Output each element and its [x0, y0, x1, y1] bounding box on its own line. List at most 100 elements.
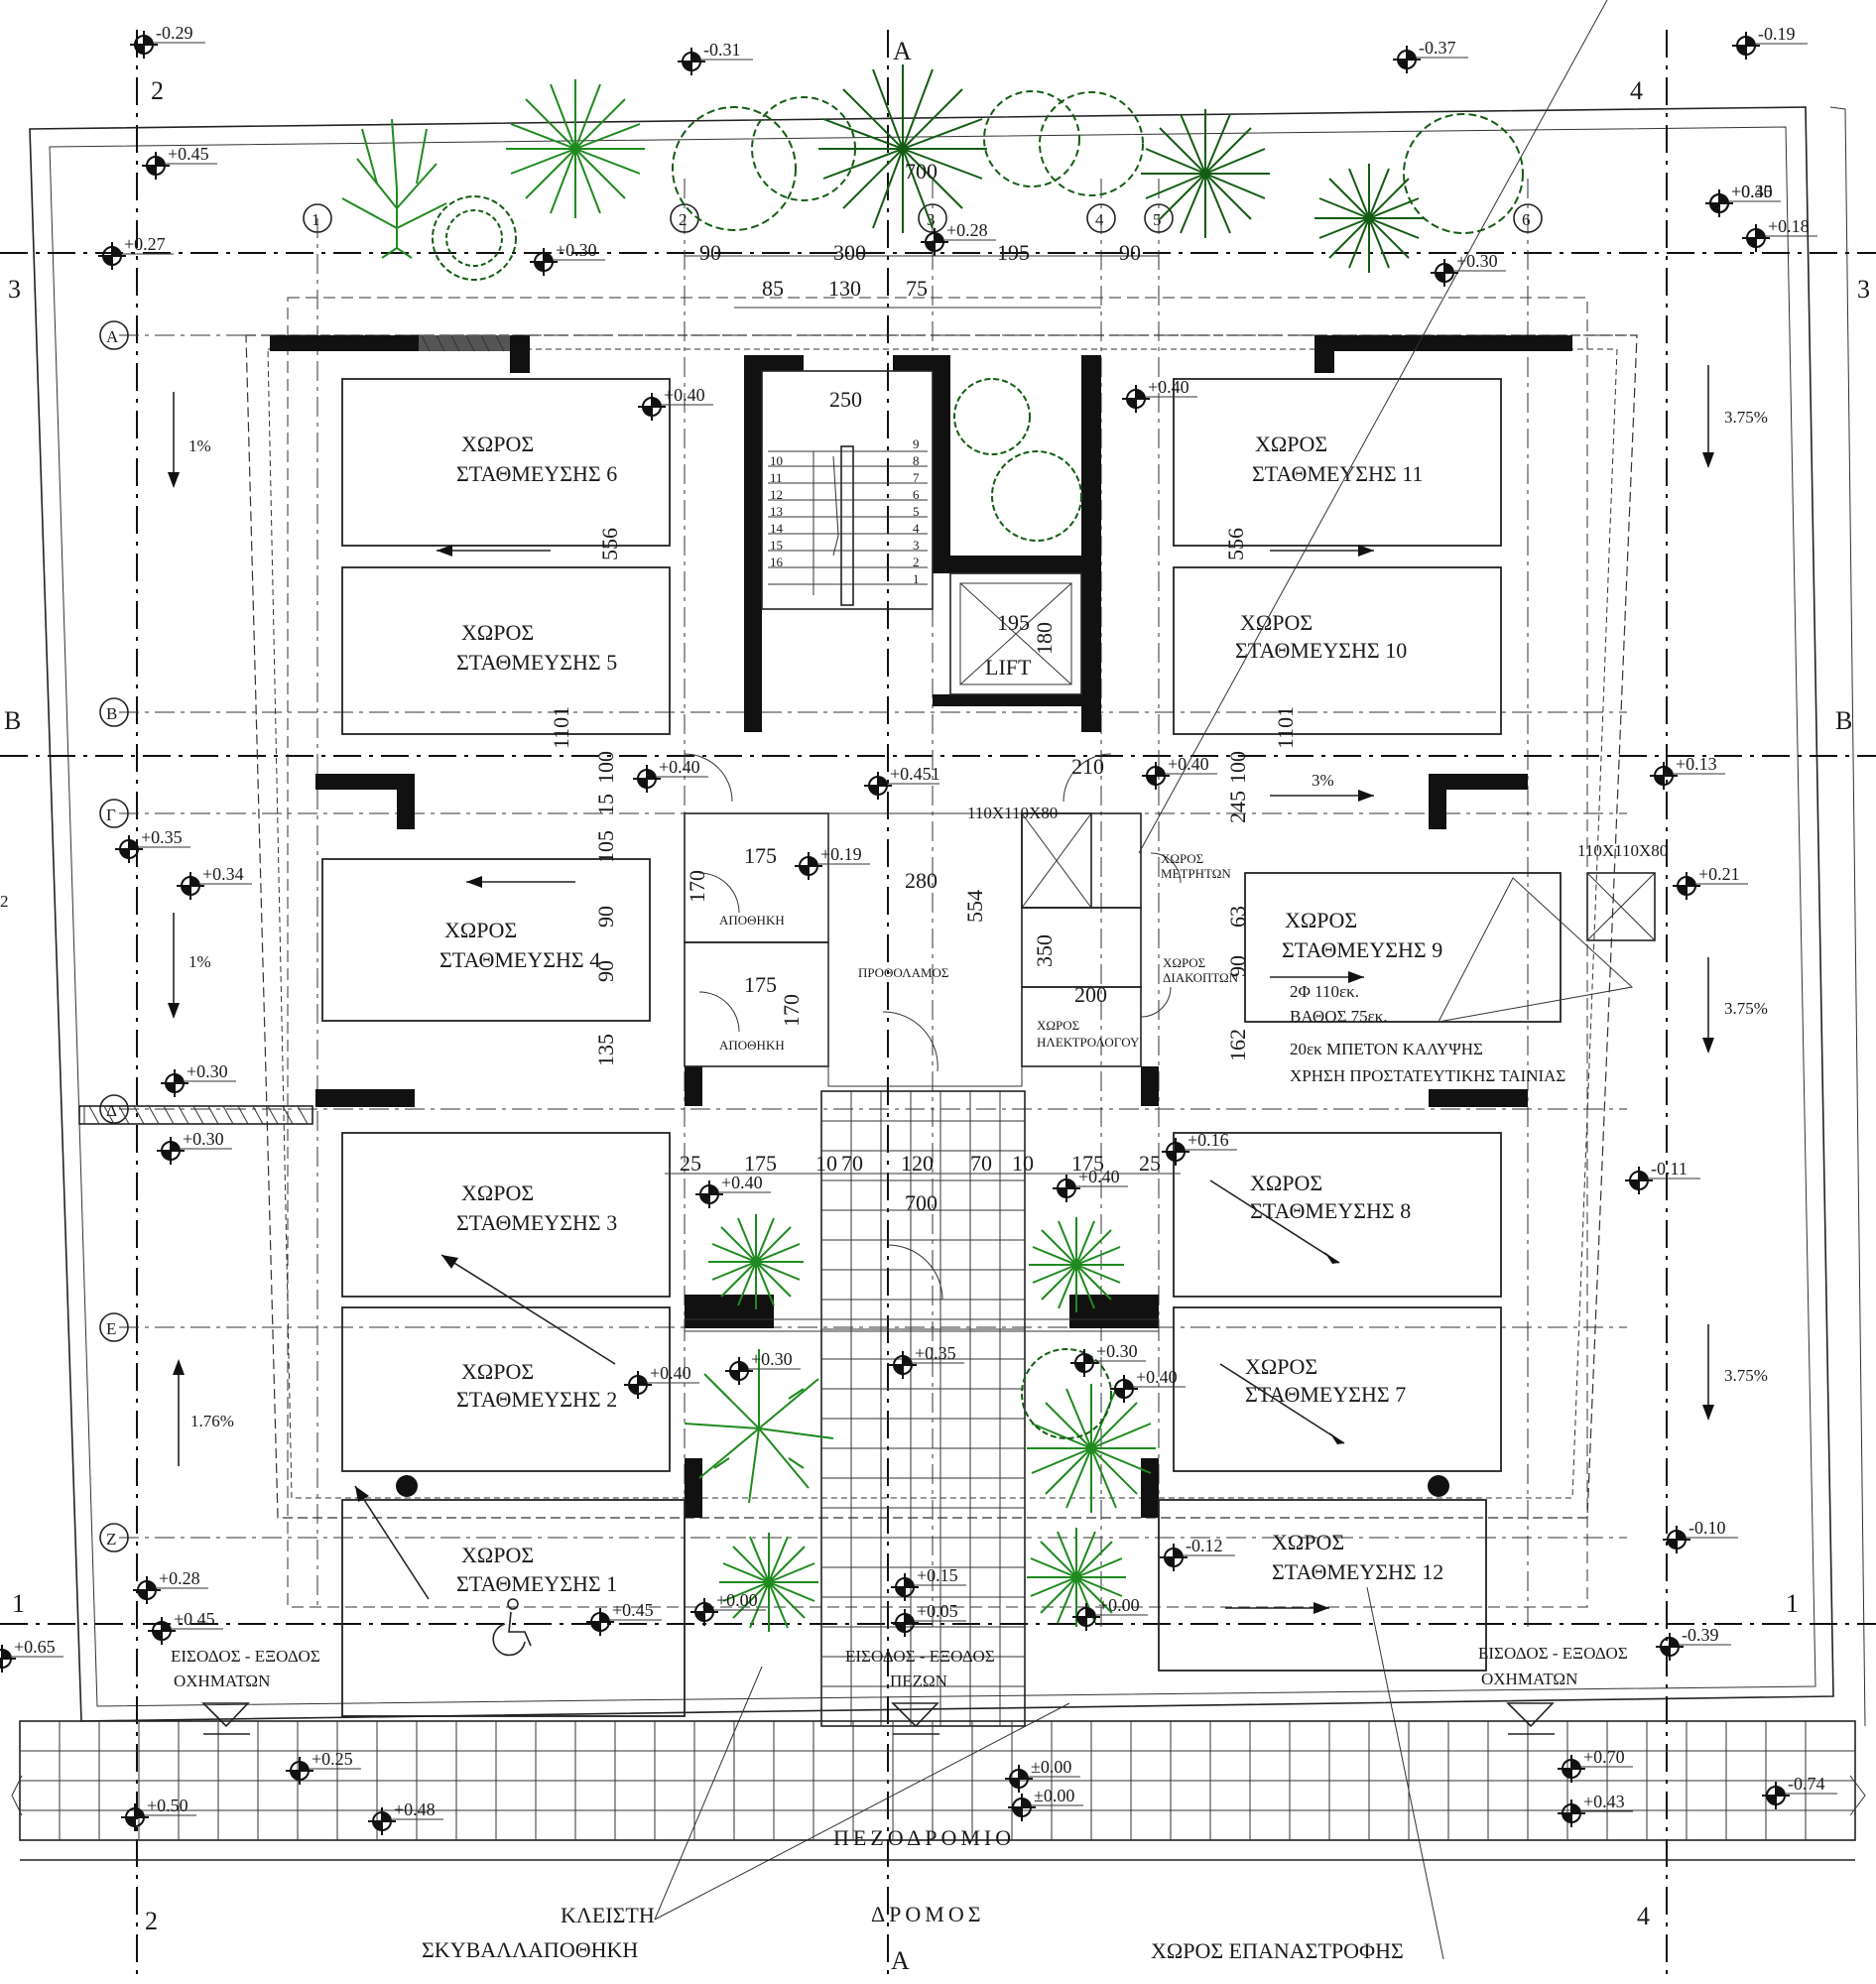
level-value: ±0.00: [1034, 1786, 1074, 1805]
street-labels: ΕΙΣΟΔΟΣ - ΕΞΟΔΟΣ ΟΧΗΜΑΤΩΝ ΕΙΣΟΔΟΣ - ΕΞΟΔ…: [171, 1644, 1628, 1963]
dim-90-e: 90: [1225, 955, 1250, 977]
level-value: +0.45: [1731, 182, 1773, 201]
level-marker: +0.30: [725, 1349, 801, 1385]
plant-tree-1: [341, 118, 447, 259]
dimensions: 700 90 300 195 90 85 130 75 250 195 180 …: [549, 159, 1298, 1215]
duct-note-4: ΧΡΗΣΗ ΠΡΟΣΤΑΤΕΥΤΙΚΗΣ ΤΑΙΝΙΑΣ: [1290, 1066, 1565, 1085]
level-value: +0.50: [147, 1796, 188, 1815]
structural-walls: [270, 335, 1572, 1518]
dim-554: 554: [962, 890, 987, 923]
level-value: -0.74: [1788, 1774, 1825, 1794]
grid-col-a-top: A: [893, 37, 912, 65]
level-marker: +0.40: [633, 757, 708, 793]
stair-core: 9 8 7 6 5 4 3 2 1 10 11 12 13 14 15 16: [761, 370, 934, 610]
parking-4-label: ΣΤΑΘΜΕΥΣΗΣ 4: [439, 947, 600, 972]
level-marker: +0.13: [1650, 754, 1725, 790]
parking-bay-2: [341, 1306, 671, 1472]
parking-bay-1: [341, 1499, 686, 1717]
level-value: +0.34: [202, 864, 244, 884]
parking-8-label: ΣΤΑΘΜΕΥΣΗΣ 8: [1250, 1198, 1411, 1223]
parking-8-word: ΧΩΡΟΣ: [1250, 1171, 1322, 1195]
parking-arrows: [354, 545, 1374, 1614]
level-marker: +0.40: [638, 385, 713, 421]
level-marker: -0.29: [130, 23, 205, 59]
plant-palm-6: [1029, 1217, 1124, 1312]
level-value: +0.40: [650, 1363, 691, 1383]
slope-indicators: 1% 1% 1.76% 3.75% 3.75% 3.75% 3%: [168, 365, 1768, 1466]
level-value: +0.40: [1168, 754, 1209, 774]
sidewalk-label: ΠΕΖΟΔΡΟΜΙΟ: [833, 1825, 1015, 1850]
parking-7-word: ΧΩΡΟΣ: [1245, 1354, 1317, 1379]
dim-63: 63: [1225, 906, 1250, 928]
level-value: +0.40: [664, 385, 705, 405]
slope-center-right: 3%: [1312, 771, 1334, 790]
level-value: +0.18: [1768, 216, 1810, 236]
level-marker: +0.30: [1070, 1341, 1146, 1377]
level-marker: +0.65: [0, 1637, 63, 1673]
parking-5-word: ΧΩΡΟΣ: [461, 620, 534, 645]
row-marker-zeta: Ζ: [106, 1530, 116, 1549]
dim-25-b: 25: [1139, 1151, 1161, 1176]
slope-right-mid: 3.75%: [1724, 999, 1768, 1018]
dim-195-b: 195: [997, 610, 1030, 635]
level-marker: +0.05: [891, 1601, 966, 1637]
col-marker-1: 1: [312, 210, 320, 229]
parking-bays: [321, 378, 1562, 1717]
level-value: +0.35: [915, 1343, 956, 1363]
grid-row-b-right: B: [1835, 706, 1852, 735]
stair-step-14: 14: [770, 521, 784, 536]
col-marker-2: 2: [679, 210, 688, 229]
exit-right-line2: ΟΧΗΜΑΤΩΝ: [1481, 1670, 1577, 1688]
level-value: +0.28: [946, 220, 988, 240]
dim-130: 130: [828, 276, 861, 301]
dim-25-a: 25: [680, 1151, 701, 1176]
dim-162: 162: [1225, 1029, 1250, 1061]
level-marker: +0.19: [795, 844, 870, 880]
level-marker: +0.45: [586, 1600, 662, 1636]
dim-75: 75: [906, 276, 928, 301]
level-marker: +0.45: [142, 144, 217, 180]
grid-row-b-left: B: [4, 706, 21, 735]
dim-700-mid: 700: [905, 1190, 938, 1215]
slope-left-bottom: 1.76%: [190, 1412, 234, 1430]
level-marker: +0.40: [1122, 377, 1197, 413]
level-value: +0.30: [187, 1061, 228, 1081]
duct-note-1: 2Φ 110εκ.: [1290, 982, 1359, 1001]
exit-pedestrian-line1: ΕΙΣΟΔΟΣ - ΕΞΟΔΟΣ: [845, 1647, 995, 1666]
electrician-room-word: ΧΩΡΟΣ: [1037, 1018, 1079, 1033]
level-value: +0.45: [174, 1609, 215, 1629]
storage-2-label: ΑΠΟΘΗΚΗ: [719, 1038, 785, 1053]
level-value: +0.13: [1676, 754, 1717, 774]
row-marker-alpha: Α: [106, 327, 119, 346]
dim-300: 300: [833, 240, 866, 265]
stair-step-16: 16: [770, 555, 784, 569]
level-value: +0.40: [1148, 377, 1189, 397]
level-marker: +0.28: [133, 1568, 208, 1604]
stair-step-6: 6: [913, 487, 920, 502]
slope-left-mid: 1%: [188, 952, 211, 971]
stair-step-7: 7: [913, 470, 920, 485]
level-marker: +0.45: [1705, 182, 1781, 217]
slope-right-bottom: 3.75%: [1724, 1366, 1768, 1385]
level-marker: +0.40: [1142, 754, 1217, 790]
dim-170-a: 170: [685, 870, 709, 903]
dim-135: 135: [593, 1034, 618, 1066]
parking-7-label: ΣΤΑΘΜΕΥΣΗΣ 7: [1245, 1382, 1406, 1407]
level-marker: +0.34: [177, 864, 252, 900]
exit-left-line1: ΕΙΣΟΔΟΣ - ΕΞΟΔΟΣ: [171, 1647, 320, 1666]
lobby-label: ΠΡΟΘΟΛΑΜΟΣ: [858, 965, 949, 980]
level-marker: -0.12: [1160, 1536, 1235, 1571]
parking-bay-7: [1173, 1306, 1502, 1472]
level-marker: -0.11: [1625, 1159, 1700, 1194]
level-value: +0.00: [1098, 1595, 1140, 1615]
grid-row-1-left: 1: [12, 1589, 25, 1618]
stair-step-10: 10: [770, 453, 783, 468]
level-marker: +0.40: [695, 1173, 771, 1208]
grid-col-4-bottom: 4: [1637, 1902, 1650, 1930]
row-marker-epsilon: Ε: [106, 1319, 116, 1338]
parking-bay-12: [1158, 1499, 1487, 1672]
grid-col-2-top: 2: [151, 76, 164, 105]
parking-11-word: ΧΩΡΟΣ: [1255, 432, 1327, 456]
row-marker-delta: Δ: [106, 1101, 117, 1120]
